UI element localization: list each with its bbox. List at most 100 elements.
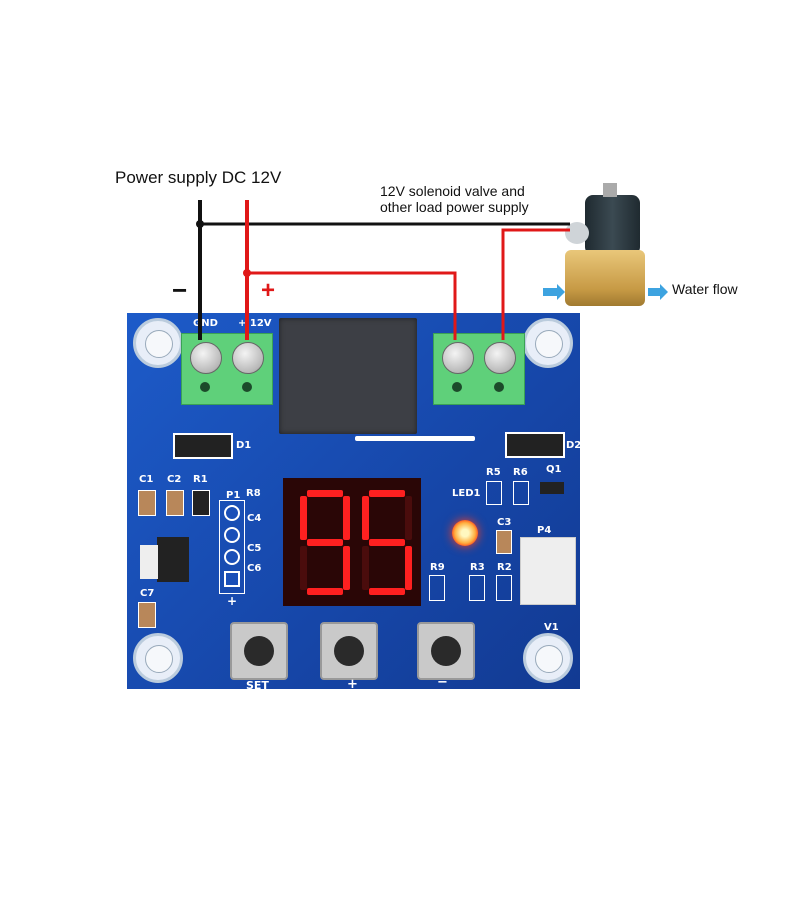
silk-q1: Q1: [546, 464, 562, 475]
screw-load-1[interactable]: [442, 342, 474, 374]
segment-g: [369, 539, 405, 546]
segment-f: [362, 496, 369, 540]
solenoid-coil: [585, 195, 640, 255]
junction-gnd: [196, 220, 204, 228]
silk-v1: V1: [544, 622, 559, 633]
segment-f: [300, 496, 307, 540]
regulator-tab: [140, 545, 158, 579]
load-output-terminal: [433, 333, 525, 405]
cable-gland: [565, 222, 589, 244]
diode-d1: [173, 433, 233, 459]
resistor-r3: [469, 575, 485, 601]
capacitor-c2: [166, 490, 184, 516]
plus-button-label: +: [347, 677, 358, 692]
header-pin: [224, 505, 240, 521]
valve-body: [565, 250, 645, 306]
load-supply-line1: 12V solenoid valve and: [380, 183, 525, 199]
flow-out-arrow-icon: [648, 284, 668, 300]
segment-c: [405, 546, 412, 590]
minus-button[interactable]: [417, 622, 475, 680]
silk-c2: C2: [167, 474, 182, 485]
silk-c6: C6: [247, 563, 262, 574]
mounting-hole-top-right: [523, 318, 573, 368]
mounting-hole-bottom-right: [523, 633, 573, 683]
capacitor-c7: [138, 602, 156, 628]
load-supply-label: 12V solenoid valve and other load power …: [380, 183, 529, 215]
minus-button-label: −: [437, 675, 448, 690]
silk-c1: C1: [139, 474, 154, 485]
screw-load-2[interactable]: [484, 342, 516, 374]
resistor-r1: [192, 490, 210, 516]
capacitor-c3: [496, 530, 512, 554]
header-pin: [224, 527, 240, 543]
relay: [279, 318, 417, 434]
segment-e: [300, 546, 307, 590]
segment-c: [343, 546, 350, 590]
connector-p4[interactable]: [520, 537, 576, 605]
segment-b: [405, 496, 412, 540]
seven-segment-display: 95: [283, 478, 421, 606]
silk-r5: R5: [486, 467, 501, 478]
terminal-hole: [200, 382, 210, 392]
digit-tens: [300, 490, 350, 595]
silk-c5: C5: [247, 543, 262, 554]
resistor-r6: [513, 481, 529, 505]
diode-d2: [505, 432, 565, 458]
segment-d: [307, 588, 343, 595]
set-button-label: SET: [246, 679, 269, 692]
water-flow-label: Water flow: [672, 281, 738, 297]
resistor-r9: [429, 575, 445, 601]
segment-d: [369, 588, 405, 595]
screw-gnd[interactable]: [190, 342, 222, 374]
header-p1: [219, 500, 245, 594]
silk-p1: P1: [226, 490, 241, 501]
segment-a: [307, 490, 343, 497]
silk-r6: R6: [513, 467, 528, 478]
silk-d2: D2: [566, 440, 582, 451]
negative-sign: −: [172, 275, 188, 305]
silk-c3: C3: [497, 517, 512, 528]
silk-r1: R1: [193, 474, 208, 485]
power-input-terminal: [181, 333, 273, 405]
segment-b: [343, 496, 350, 540]
silk-r3: R3: [470, 562, 485, 573]
silk-r2: R2: [497, 562, 512, 573]
silk-12v: + 12V: [238, 318, 272, 329]
terminal-hole: [452, 382, 462, 392]
power-supply-label: Power supply DC 12V: [115, 168, 282, 187]
load-supply-line2: other load power supply: [380, 199, 529, 215]
led-indicator: [452, 520, 478, 546]
mounting-hole-top-left: [133, 318, 183, 368]
segment-a: [369, 490, 405, 497]
silk-led1: LED1: [452, 488, 481, 499]
segment-g: [307, 539, 343, 546]
coil-terminal: [603, 183, 617, 197]
terminal-hole: [494, 382, 504, 392]
silk-gnd: GND: [193, 318, 218, 329]
silk-c4: C4: [247, 513, 262, 524]
screw-12v[interactable]: [232, 342, 264, 374]
silk-c7: C7: [140, 588, 155, 599]
mounting-hole-bottom-left: [133, 633, 183, 683]
positive-sign: +: [261, 277, 276, 304]
header-pin: [224, 571, 240, 587]
plus-button[interactable]: [320, 622, 378, 680]
voltage-regulator: [157, 537, 189, 582]
flow-in-arrow-icon: [543, 284, 565, 300]
silk-p4: P4: [537, 525, 552, 536]
set-button[interactable]: [230, 622, 288, 680]
relay-silk-line: [355, 436, 475, 441]
header-pin: [224, 549, 240, 565]
capacitor-c1: [138, 490, 156, 516]
silk-r8: R8: [246, 488, 261, 499]
junction-12v: [243, 269, 251, 277]
silk-r9: R9: [430, 562, 445, 573]
display-digits: [300, 490, 412, 595]
silk-d1: D1: [236, 440, 252, 451]
silk-p1-plus: +: [227, 594, 238, 608]
terminal-hole: [242, 382, 252, 392]
segment-e: [362, 546, 369, 590]
digit-ones: [362, 490, 412, 595]
transistor-q1: [540, 482, 564, 494]
resistor-r5: [486, 481, 502, 505]
